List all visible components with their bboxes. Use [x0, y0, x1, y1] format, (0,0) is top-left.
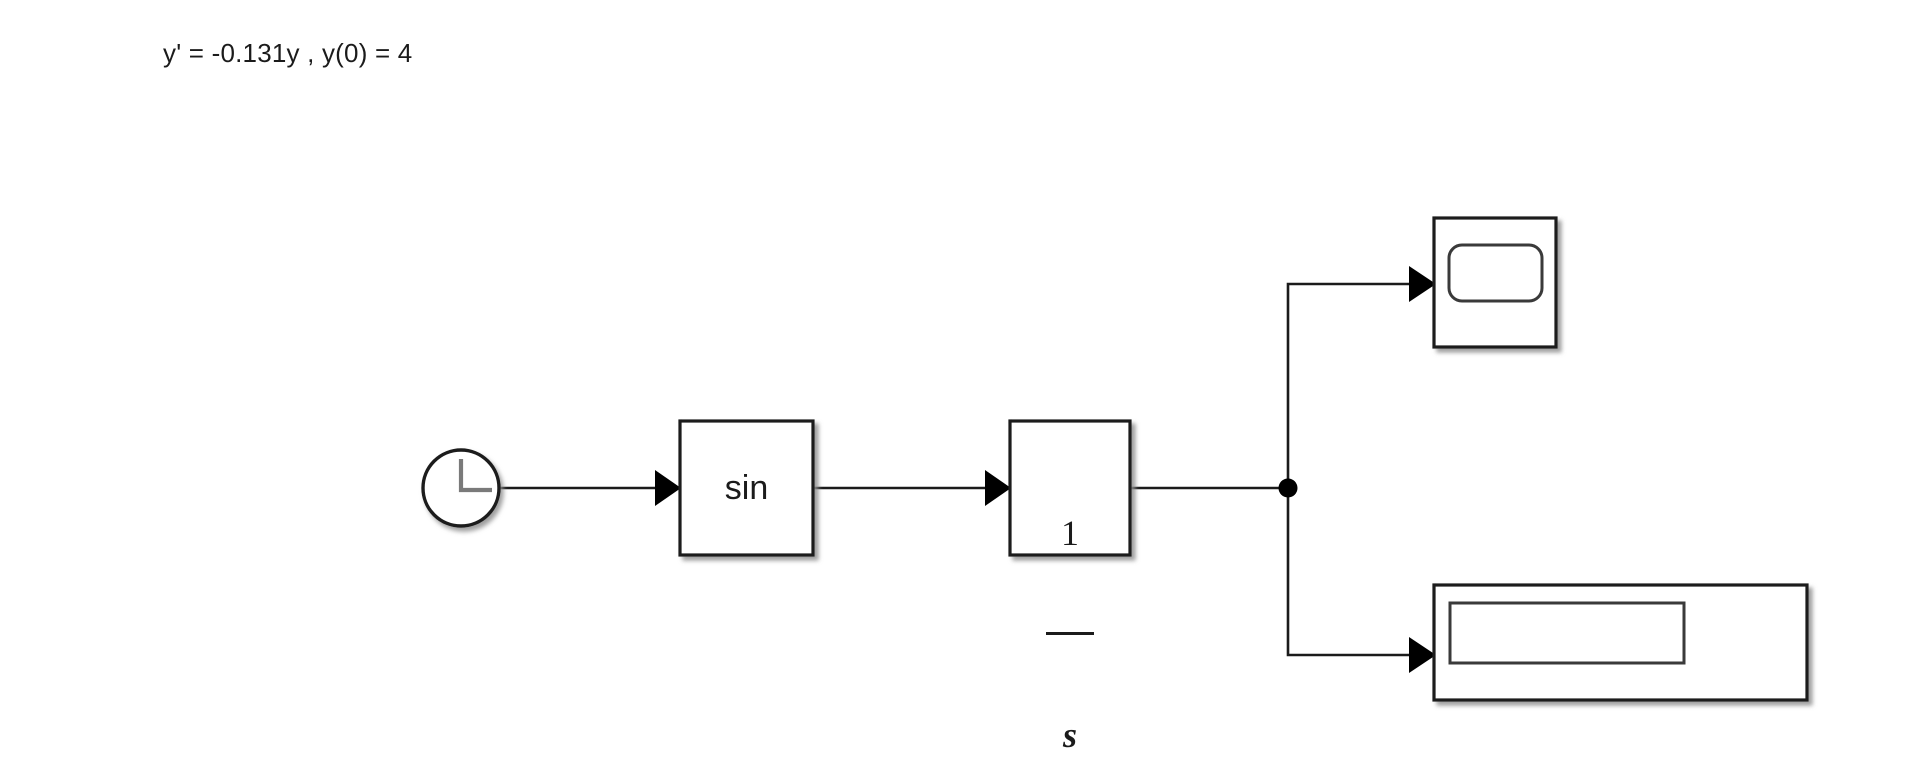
arrowhead-into-sin: [655, 470, 681, 506]
arrowhead-into-scope: [1409, 266, 1436, 302]
display-block[interactable]: [1432, 583, 1809, 702]
scope-block[interactable]: [1432, 216, 1558, 349]
sin-block-body: [678, 419, 815, 557]
scope-screen-icon: [1447, 243, 1544, 303]
display-readout-icon: [1448, 601, 1686, 665]
signal-arrowheads: [655, 266, 1436, 673]
signal-branch-point: [1278, 478, 1298, 498]
signal-lines: [500, 282, 1425, 657]
integrator-block-body: [1008, 419, 1132, 557]
page-title: y' = -0.131y , y(0) = 4: [163, 38, 413, 68]
clock-source-block[interactable]: [421, 448, 501, 528]
clock-hands-icon: [458, 459, 492, 493]
integrator-block[interactable]: [1008, 419, 1132, 557]
arrowhead-into-display: [1409, 637, 1436, 673]
arrowhead-into-integrator: [985, 470, 1011, 506]
wire-junction-to-display: [1286, 486, 1425, 657]
wire-junction-to-scope: [1286, 282, 1425, 490]
sin-function-block[interactable]: [678, 419, 815, 557]
